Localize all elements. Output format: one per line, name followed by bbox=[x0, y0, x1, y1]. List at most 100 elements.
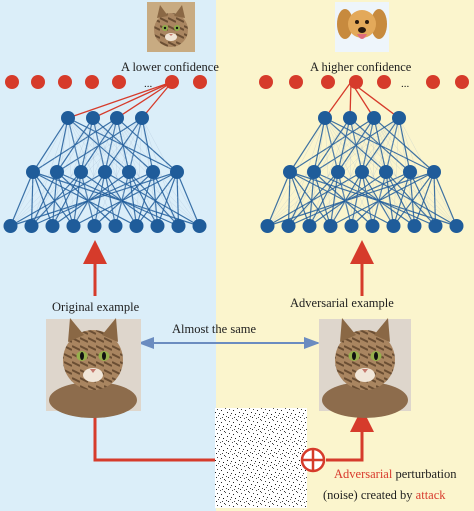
left-edge bbox=[93, 171, 106, 227]
left-edge bbox=[128, 171, 138, 227]
right-edge bbox=[266, 171, 291, 227]
left-output-node bbox=[193, 75, 207, 89]
left-output-edge bbox=[67, 81, 173, 119]
right-edge bbox=[289, 171, 457, 227]
right-input-node bbox=[407, 219, 422, 233]
right-input-node bbox=[344, 219, 359, 233]
left-hidden-node bbox=[170, 165, 184, 179]
right-edge bbox=[288, 171, 411, 227]
right-edge bbox=[433, 171, 458, 227]
left-edge bbox=[67, 117, 178, 173]
left-edge bbox=[32, 171, 74, 227]
left-input-node bbox=[192, 219, 207, 233]
left-edge bbox=[51, 171, 58, 227]
left-hidden-node bbox=[146, 165, 160, 179]
right-input-node bbox=[281, 219, 296, 233]
right-edge bbox=[308, 171, 315, 227]
left-edge bbox=[9, 171, 34, 227]
left-edge bbox=[116, 117, 178, 173]
left-faint-edge bbox=[94, 117, 143, 227]
left-hidden-node bbox=[122, 165, 136, 179]
left-edge bbox=[67, 117, 82, 173]
add-operator-icon bbox=[300, 447, 326, 473]
right-hidden-node bbox=[283, 165, 297, 179]
left-edge bbox=[72, 171, 106, 227]
right-hidden-node bbox=[355, 165, 369, 179]
left-faint-edge bbox=[73, 117, 118, 227]
left-edge bbox=[104, 117, 118, 173]
left-hidden-node bbox=[61, 111, 75, 125]
left-edge bbox=[80, 171, 158, 227]
left-edge bbox=[104, 171, 200, 227]
similarity-label: Almost the same bbox=[172, 322, 257, 336]
left-edge bbox=[135, 171, 154, 227]
left-faint-edge bbox=[115, 117, 118, 227]
right-ellipsis: ... bbox=[401, 78, 410, 90]
left-edge bbox=[32, 171, 54, 227]
right-edge bbox=[267, 171, 435, 227]
right-edge bbox=[385, 171, 416, 227]
right-edge bbox=[392, 171, 411, 227]
left-edge bbox=[80, 171, 96, 227]
left-edge bbox=[30, 171, 58, 227]
right-input-node bbox=[386, 219, 401, 233]
right-input-node bbox=[260, 219, 275, 233]
right-edge bbox=[433, 171, 437, 227]
left-edge bbox=[114, 171, 130, 227]
left-input-node bbox=[24, 219, 39, 233]
right-faint-edge bbox=[309, 117, 400, 227]
right-faint-edge bbox=[351, 117, 400, 227]
left-edge bbox=[31, 171, 82, 227]
right-faint-edge bbox=[393, 117, 400, 227]
right-edge bbox=[289, 117, 326, 173]
right-edge bbox=[313, 117, 326, 173]
left-edge bbox=[104, 171, 117, 227]
right-edge bbox=[350, 171, 363, 227]
left-edge bbox=[67, 117, 130, 173]
left-edge bbox=[56, 171, 116, 227]
adversarial-highlight: Adversarial bbox=[334, 467, 393, 481]
right-edge bbox=[361, 171, 395, 227]
left-output-node bbox=[5, 75, 19, 89]
right-edge bbox=[413, 171, 435, 227]
left-faint-edge bbox=[92, 117, 137, 227]
left-edge bbox=[72, 171, 82, 227]
right-confidence-label: A higher confidence bbox=[310, 60, 412, 74]
left-input-node bbox=[171, 219, 186, 233]
left-output-node bbox=[31, 75, 45, 89]
left-edge bbox=[32, 171, 137, 227]
right-edge bbox=[324, 117, 387, 173]
right-hidden-node bbox=[392, 111, 406, 125]
right-output-node bbox=[321, 75, 335, 89]
right-output-node bbox=[289, 75, 303, 89]
left-neural-network bbox=[3, 75, 207, 233]
left-edge bbox=[176, 171, 180, 227]
left-hidden-node bbox=[86, 111, 100, 125]
right-faint-edge bbox=[330, 117, 375, 227]
right-edge bbox=[337, 117, 351, 173]
adversarial-output-arrow bbox=[326, 408, 374, 462]
right-hidden-node bbox=[379, 165, 393, 179]
right-input-node bbox=[449, 219, 464, 233]
right-neural-network bbox=[259, 75, 469, 233]
left-input-node bbox=[108, 219, 123, 233]
left-input-node bbox=[66, 219, 81, 233]
right-edge bbox=[371, 171, 387, 227]
left-edge bbox=[80, 117, 94, 173]
right-faint-edge bbox=[309, 117, 351, 227]
left-edge bbox=[52, 171, 130, 227]
left-edge bbox=[31, 171, 154, 227]
right-output-node bbox=[426, 75, 440, 89]
left-edge bbox=[32, 171, 200, 227]
right-edge bbox=[287, 171, 315, 227]
left-hidden-node bbox=[135, 111, 149, 125]
right-edge bbox=[309, 171, 387, 227]
right-edge bbox=[329, 171, 339, 227]
original-example-label: Original example bbox=[52, 300, 140, 314]
left-hidden-node bbox=[74, 165, 88, 179]
left-input-node bbox=[87, 219, 102, 233]
puppy-thumbnail-image bbox=[335, 2, 389, 52]
right-output-node bbox=[259, 75, 273, 89]
